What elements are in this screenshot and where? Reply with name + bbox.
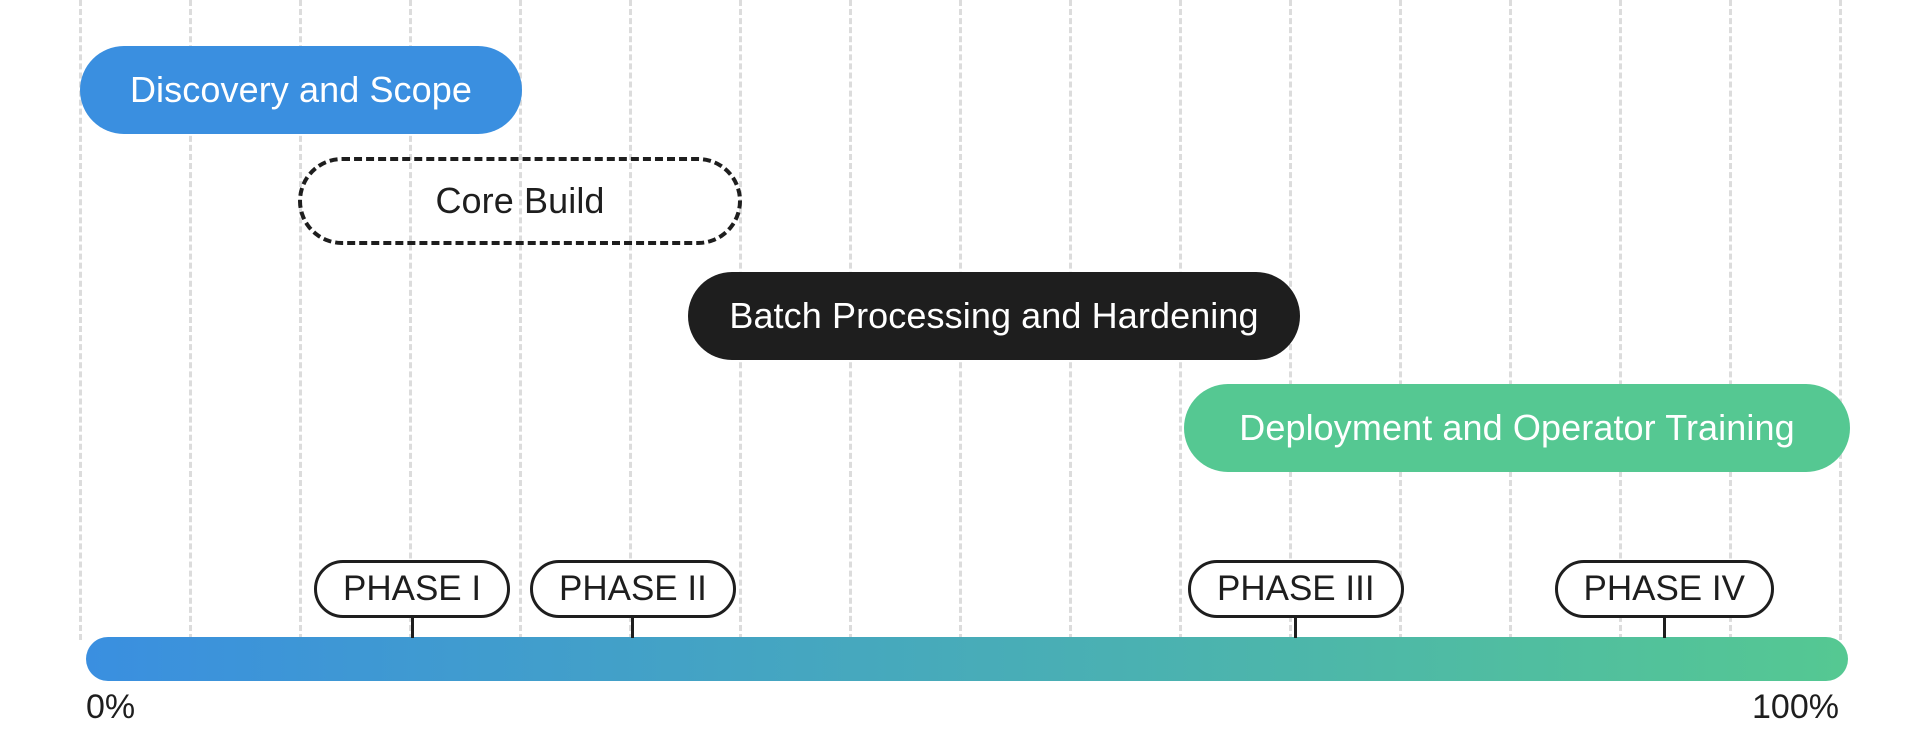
milestone-phase-4[interactable]: PHASE IV	[1554, 560, 1774, 638]
milestone-label: PHASE III	[1217, 569, 1375, 608]
milestone-phase-3[interactable]: PHASE III	[1188, 560, 1404, 638]
gridline	[1839, 0, 1842, 640]
gridline	[189, 0, 192, 640]
task-label: Core Build	[435, 180, 605, 221]
milestone-phase-2[interactable]: PHASE II	[530, 560, 736, 638]
gridline	[1399, 0, 1402, 640]
milestone-tag[interactable]: PHASE II	[530, 560, 736, 618]
milestone-tag[interactable]: PHASE III	[1188, 560, 1404, 618]
task-bar-deployment-and-operator-training[interactable]: Deployment and Operator Training	[1184, 384, 1850, 472]
gridline	[1619, 0, 1622, 640]
milestone-stem	[1294, 618, 1298, 638]
milestone-label: PHASE IV	[1583, 569, 1745, 608]
milestone-stem	[1662, 618, 1666, 638]
gridline	[1729, 0, 1732, 640]
progress-track	[86, 637, 1848, 681]
axis-end-label: 100%	[1752, 688, 1839, 726]
task-label: Discovery and Scope	[129, 69, 473, 110]
gridline	[1509, 0, 1512, 640]
task-label: Batch Processing and Hardening	[729, 295, 1259, 336]
milestone-tag[interactable]: PHASE I	[314, 560, 511, 618]
axis-start-label: 0%	[86, 688, 136, 726]
task-bar-discovery-and-scope[interactable]: Discovery and Scope	[80, 46, 522, 134]
task-bar-batch-processing-and-hardening[interactable]: Batch Processing and Hardening	[688, 272, 1300, 360]
task-bar-core-build[interactable]: Core Build	[298, 157, 742, 245]
gridline	[629, 0, 632, 640]
milestone-phase-1[interactable]: PHASE I	[314, 560, 511, 638]
milestone-label: PHASE II	[559, 569, 707, 608]
gridline	[299, 0, 302, 640]
milestone-stem	[631, 618, 635, 638]
gridline	[409, 0, 412, 640]
gridline	[519, 0, 522, 640]
task-label: Deployment and Operator Training	[1239, 407, 1795, 448]
milestone-tag[interactable]: PHASE IV	[1554, 560, 1774, 618]
milestone-label: PHASE I	[343, 569, 482, 608]
milestone-stem	[410, 618, 414, 638]
gridline	[79, 0, 82, 640]
